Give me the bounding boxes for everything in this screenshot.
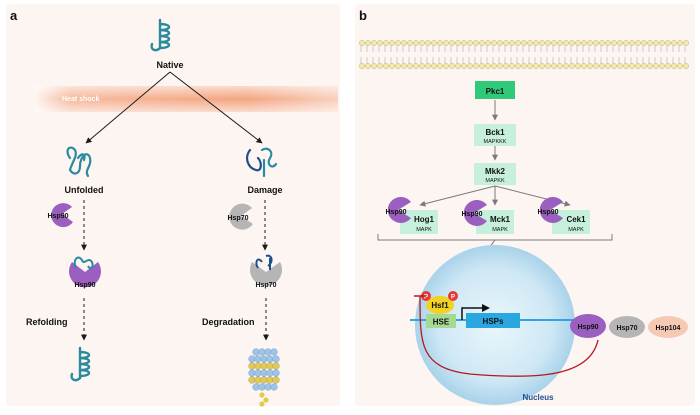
hse-label: HSE	[433, 318, 450, 327]
phospho-2-label: P	[451, 295, 455, 301]
hsp90-bound-label: Hsp90	[74, 282, 95, 289]
mck1-sublabel: MAPK	[492, 227, 508, 233]
hsps-label: HSPs	[483, 317, 504, 326]
panel-a-label: a	[10, 8, 18, 23]
arrow-mkk2-hog1	[419, 185, 496, 207]
hog1-box	[400, 210, 438, 234]
cek1-box	[552, 210, 590, 234]
hsp90-label: Hsp90	[47, 213, 68, 220]
cek1-label: Cek1	[566, 215, 586, 224]
panel-b-label: b	[359, 8, 367, 23]
refolding-label: Refolding	[26, 317, 68, 327]
hsp90-mck1-label: Hsp90	[461, 211, 482, 218]
phospho-site-2-icon	[448, 291, 458, 301]
proteasome-icon	[248, 348, 280, 407]
arrow-native-to-unfolded	[85, 71, 171, 144]
pkc1-box	[475, 81, 515, 99]
mck1-label: Mck1	[490, 215, 511, 224]
hsp90-hog1-label: Hsp90	[385, 209, 406, 216]
hsf1-label: Hsf1	[431, 301, 449, 310]
bck1-sublabel: MAPKKK	[484, 139, 507, 145]
hsp90-free-icon	[570, 314, 606, 338]
phospho-1-label: P	[424, 295, 428, 301]
hsp90-chaperone-icon	[51, 203, 73, 228]
cell-membrane	[359, 40, 689, 69]
hsp90-hog1-icon	[387, 197, 411, 223]
hsp90-free-label: Hsp90	[577, 324, 598, 331]
hsp70-free-icon	[609, 316, 645, 338]
hsp90-complex-icon	[69, 256, 101, 288]
hsp90-cek1-label: Hsp90	[537, 209, 558, 216]
hog1-label: Hog1	[414, 215, 435, 224]
bck1-box	[474, 124, 516, 146]
transcription-start-arrow	[461, 307, 484, 320]
damage-label: Damage	[247, 185, 282, 195]
unfolded-label: Unfolded	[65, 185, 104, 195]
native-protein-icon	[150, 18, 171, 52]
native-label: Native	[156, 60, 183, 70]
mkk2-box	[474, 163, 516, 185]
arrow-native-to-damage	[169, 71, 263, 144]
hsp70-label: Hsp70	[227, 215, 248, 222]
hsp90-cek1-icon	[539, 197, 563, 223]
heat-shock-label: Heat shock	[62, 96, 99, 103]
hsp70-free-label: Hsp70	[616, 325, 637, 332]
pkc1-label: Pkc1	[486, 87, 505, 96]
damaged-protein-icon	[246, 147, 278, 178]
degradation-label: Degradation	[202, 317, 255, 327]
hsp70-bound-label: Hsp70	[255, 282, 276, 289]
hsp104-free-icon	[648, 316, 688, 338]
hog1-sublabel: MAPK	[416, 227, 432, 233]
feedback-inhibition-arrow	[419, 295, 599, 377]
hsf1-factor	[426, 296, 454, 314]
mkk2-sublabel: MAPKK	[485, 178, 505, 184]
mkk2-label: Mkk2	[485, 167, 506, 176]
cek1-sublabel: MAPK	[568, 227, 584, 233]
hsps-gene-box	[466, 313, 520, 328]
hsp70-chaperone-icon	[229, 203, 253, 230]
hsp104-label: Hsp104	[656, 325, 681, 332]
hsp90-mck1-icon	[463, 200, 487, 227]
unfolded-protein-icon	[66, 146, 92, 178]
bck1-label: Bck1	[485, 128, 505, 137]
nucleus-label: Nucleus	[522, 393, 554, 402]
hsp70-complex-icon	[250, 254, 282, 286]
refolded-protein-icon	[70, 346, 91, 382]
hse-box	[426, 314, 456, 328]
